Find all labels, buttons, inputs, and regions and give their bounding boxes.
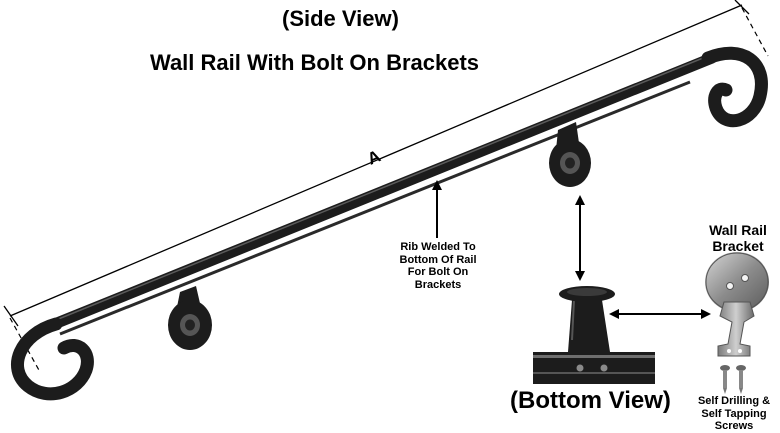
screws-label-line-3: Screws [714, 420, 754, 433]
bracket-label-line-1: Wall Rail [709, 222, 767, 238]
screws-label-line-2: Self Tapping [701, 407, 767, 420]
rib-note-line-4: Brackets [414, 278, 462, 291]
self-drilling-screw-right [736, 365, 746, 394]
screws-label-line-1: Self Drilling & [697, 395, 771, 407]
side-view-label: (Side View) [282, 6, 399, 31]
wall-rail [11, 46, 768, 401]
rib-note: Rib Welded To Bottom Of Rail For Bolt On… [380, 241, 496, 292]
bottom-view-label: (Bottom View) [510, 387, 671, 414]
rib-note-line-3: For Bolt On [407, 266, 469, 279]
rib-note-line-1: Rib Welded To [400, 241, 476, 253]
diagram-title: Wall Rail With Bolt On Brackets [150, 50, 480, 75]
rail-bracket-left [168, 286, 212, 350]
rib-note-line-2: Bottom Of Rail [399, 253, 477, 266]
bracket-label: Wall Rail Bracket [688, 222, 780, 254]
bracket-label-line-2: Bracket [712, 238, 764, 255]
rail-bracket-right [549, 122, 591, 187]
self-drilling-screw-left [720, 365, 730, 394]
screws-label: Self Drilling & Self Tapping Screws [688, 395, 780, 433]
bottom-view-image [533, 286, 655, 384]
wall-rail-bracket-image [705, 252, 769, 357]
